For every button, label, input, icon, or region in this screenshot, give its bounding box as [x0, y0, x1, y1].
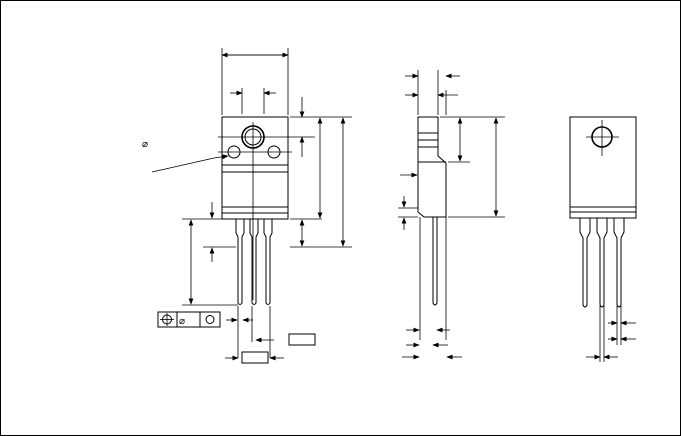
- side-body: [417, 116, 447, 218]
- side-lead: [432, 217, 438, 306]
- front-leads: [235, 219, 273, 305]
- back-view: [569, 116, 637, 362]
- front-body: [221, 164, 289, 220]
- diameter-symbol: ⌀: [142, 139, 148, 150]
- lead-span-box: [288, 333, 316, 346]
- lead-pitch-box: [241, 351, 269, 364]
- front-view: [151, 48, 352, 364]
- position-tolerance-frame: [157, 311, 221, 328]
- mmc-modifier-icon: [205, 315, 215, 324]
- side-view: [398, 70, 505, 360]
- back-body: [569, 116, 637, 213]
- tolerance-diameter-symbol: ⌀: [179, 316, 185, 327]
- back-leads: [579, 218, 625, 308]
